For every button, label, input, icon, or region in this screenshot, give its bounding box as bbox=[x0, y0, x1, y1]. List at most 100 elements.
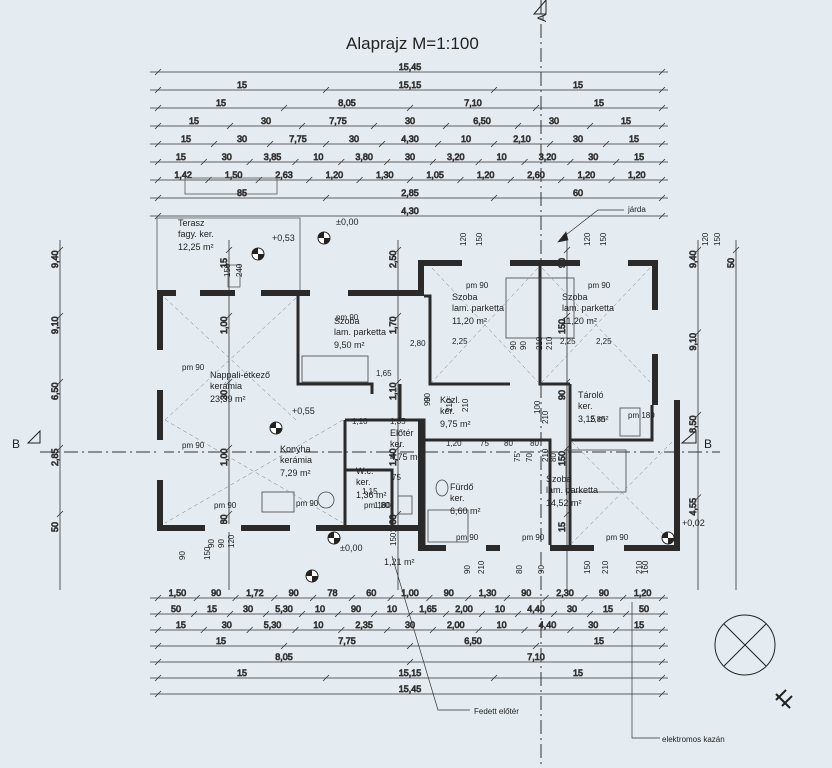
dimension-label: 90 bbox=[351, 604, 361, 614]
dimension-tick bbox=[292, 626, 299, 634]
dimension-tick bbox=[586, 610, 594, 618]
dimension-tick bbox=[658, 626, 666, 634]
dimension-label: 8,05 bbox=[338, 98, 356, 108]
dimension-tick bbox=[426, 594, 433, 602]
dimension-label: 1,20 bbox=[634, 588, 652, 598]
dimension-tick bbox=[563, 312, 571, 320]
dimension-label: 15,45 bbox=[399, 62, 422, 72]
interior-dimension: 1,20 bbox=[446, 439, 462, 448]
dimension-label: 30 bbox=[588, 620, 598, 630]
dimension-tick bbox=[490, 86, 498, 94]
dimension-label: 2,85 bbox=[50, 448, 60, 466]
dimension-tick bbox=[370, 122, 378, 130]
section-marker-b-left: B bbox=[12, 429, 41, 451]
room-name: Szoba bbox=[452, 292, 478, 302]
dimension-label: 50 bbox=[171, 604, 181, 614]
dimension-label: 4,55 bbox=[688, 498, 698, 516]
dimension-label: 15,45 bbox=[399, 684, 422, 694]
level-label: ±0,00 bbox=[336, 217, 358, 227]
interior-dimension: 75 bbox=[513, 453, 522, 462]
dimension-label: 2,00 bbox=[447, 620, 465, 630]
dimension-label: 15 bbox=[573, 80, 583, 90]
dimension-label: 4,30 bbox=[401, 134, 419, 144]
dimension-tick bbox=[457, 176, 464, 184]
interior-dimension: pm 90 bbox=[522, 533, 545, 542]
dimension-tick bbox=[387, 594, 394, 602]
dimension-tick bbox=[490, 674, 498, 682]
dimension-label: 150 bbox=[557, 319, 567, 334]
dimension-label: 30 bbox=[405, 620, 415, 630]
dimension-tick bbox=[658, 158, 666, 166]
interior-dimension: 160 bbox=[641, 560, 650, 574]
interior-dimension: 90 bbox=[519, 341, 528, 350]
dimension-label: 5,30 bbox=[275, 604, 293, 614]
dimension-tick bbox=[154, 122, 162, 130]
dimension-label: 10 bbox=[315, 604, 325, 614]
room-name: Konyha bbox=[280, 444, 311, 454]
dimension-tick bbox=[612, 626, 620, 634]
dimension-label: 7,75 bbox=[338, 636, 356, 646]
interior-dimension: 70 bbox=[525, 453, 534, 462]
interior-dimension: 80 bbox=[515, 565, 524, 574]
dimension-tick bbox=[622, 610, 630, 618]
interior-dimension: 210 bbox=[545, 336, 554, 350]
interior-dimension: pm 180 bbox=[364, 501, 391, 510]
dimension-tick bbox=[694, 329, 702, 336]
dimension-label: 4,40 bbox=[539, 620, 557, 630]
dimension-tick bbox=[337, 626, 345, 634]
dimension-tick bbox=[658, 610, 666, 618]
dimension-label: 2,60 bbox=[527, 170, 545, 180]
dimension-tick bbox=[546, 140, 554, 148]
dimension-tick bbox=[658, 594, 666, 602]
dimension-tick bbox=[394, 246, 402, 254]
dimension-label: 90 bbox=[521, 588, 531, 598]
interior-dimension: pm 180 bbox=[628, 411, 655, 420]
dimension-tick bbox=[348, 594, 356, 602]
room-area: 1,36 m² bbox=[356, 490, 387, 500]
dimension-label: 30 bbox=[222, 620, 232, 630]
dimension-tick bbox=[521, 626, 528, 634]
interior-dimension: pm 90 bbox=[214, 501, 237, 510]
dimension-label: 3,80 bbox=[355, 152, 373, 162]
room-floor: kerámia bbox=[210, 381, 242, 391]
interior-walls bbox=[296, 266, 654, 545]
interior-dimension: pm 90 bbox=[466, 281, 489, 290]
interior-dimension: pm 90 bbox=[182, 441, 205, 450]
dimension-label: 1,20 bbox=[326, 170, 344, 180]
dimension-tick bbox=[694, 494, 702, 501]
dimension-tick bbox=[200, 626, 208, 634]
dimension-label: 30 bbox=[243, 604, 253, 614]
dimension-tick bbox=[475, 626, 483, 634]
dimension-tick bbox=[658, 68, 666, 76]
dimension-tick bbox=[383, 626, 391, 634]
dimension-label: 1,20 bbox=[578, 170, 596, 180]
dimension-label: 30 bbox=[237, 134, 247, 144]
dimension-label: 1,40 bbox=[388, 448, 398, 466]
dimension-tick bbox=[658, 642, 666, 650]
interior-dimension: 2,25 bbox=[560, 337, 576, 346]
dimension-tick bbox=[406, 642, 414, 650]
dimension-tick bbox=[154, 212, 162, 220]
room-floor: fagy. ker. bbox=[178, 229, 214, 239]
dimension-tick bbox=[442, 610, 450, 618]
dimension-tick bbox=[658, 176, 666, 184]
interior-dimension: pm 90 bbox=[336, 313, 359, 322]
dimension-tick bbox=[658, 658, 666, 666]
dimension-label: 10 bbox=[313, 620, 323, 630]
dimension-tick bbox=[406, 104, 414, 112]
dimension-tick bbox=[154, 140, 162, 148]
section-marker-b-right: B bbox=[680, 429, 712, 451]
room-name: Közl. bbox=[440, 395, 460, 405]
interior-dimension: 80 bbox=[549, 453, 558, 462]
interior-dimension: 210 bbox=[541, 410, 550, 424]
room-name: Szoba bbox=[562, 292, 588, 302]
interior-dimension: 2,85 bbox=[590, 415, 606, 424]
room-name: Szoba bbox=[334, 316, 360, 326]
interior-dimension: 75 bbox=[392, 473, 401, 482]
